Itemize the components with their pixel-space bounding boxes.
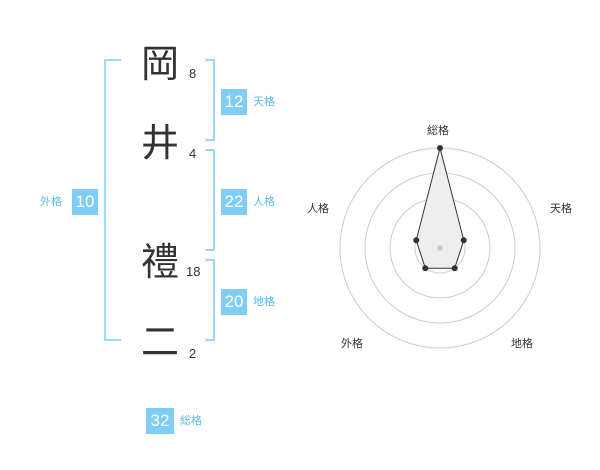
tenkaku-value: 12 bbox=[221, 89, 247, 115]
radar-axis-label-tenkaku: 天格 bbox=[550, 202, 572, 215]
tenkaku-bracket bbox=[205, 59, 215, 141]
soukaku-value: 32 bbox=[146, 408, 174, 434]
radar-point-1 bbox=[437, 145, 443, 151]
name-char-3: 禮 bbox=[140, 240, 179, 284]
name-char-2: 井 bbox=[140, 121, 179, 165]
stroke-count-4: 2 bbox=[189, 346, 197, 361]
soukaku-label: 総格 bbox=[180, 414, 202, 427]
name-char-4: 二 bbox=[140, 320, 179, 364]
radar-point-5 bbox=[413, 237, 420, 244]
radar-point-4 bbox=[422, 265, 429, 272]
radar-polygon bbox=[415, 147, 465, 269]
radar-axis-label-jinkaku: 人格 bbox=[307, 202, 329, 215]
radar-axis-label-gaikaku: 外格 bbox=[341, 337, 363, 350]
radar-points bbox=[413, 145, 467, 272]
radar-point-3 bbox=[451, 265, 458, 272]
gaikaku-label: 外格 bbox=[40, 195, 62, 208]
radar-axis-label-soukaku: 総格 bbox=[427, 124, 449, 137]
radar-axis-label-chikaku: 地格 bbox=[511, 337, 533, 350]
chikaku-value: 20 bbox=[221, 289, 247, 315]
stroke-count-3: 18 bbox=[186, 264, 201, 279]
gaikaku-bracket bbox=[104, 59, 121, 341]
tenkaku-label: 天格 bbox=[253, 95, 275, 108]
jinkaku-value: 22 bbox=[221, 189, 247, 215]
jinkaku-label: 人格 bbox=[253, 195, 275, 208]
chikaku-label: 地格 bbox=[253, 295, 275, 308]
jinkaku-bracket bbox=[205, 149, 215, 251]
stroke-count-1: 8 bbox=[189, 66, 197, 81]
radar-center-dot bbox=[437, 245, 443, 251]
chikaku-bracket bbox=[205, 259, 215, 341]
name-char-1: 岡 bbox=[140, 42, 179, 86]
stroke-count-2: 4 bbox=[189, 146, 197, 161]
gaikaku-value: 10 bbox=[72, 189, 98, 215]
radar-point-2 bbox=[460, 237, 467, 244]
